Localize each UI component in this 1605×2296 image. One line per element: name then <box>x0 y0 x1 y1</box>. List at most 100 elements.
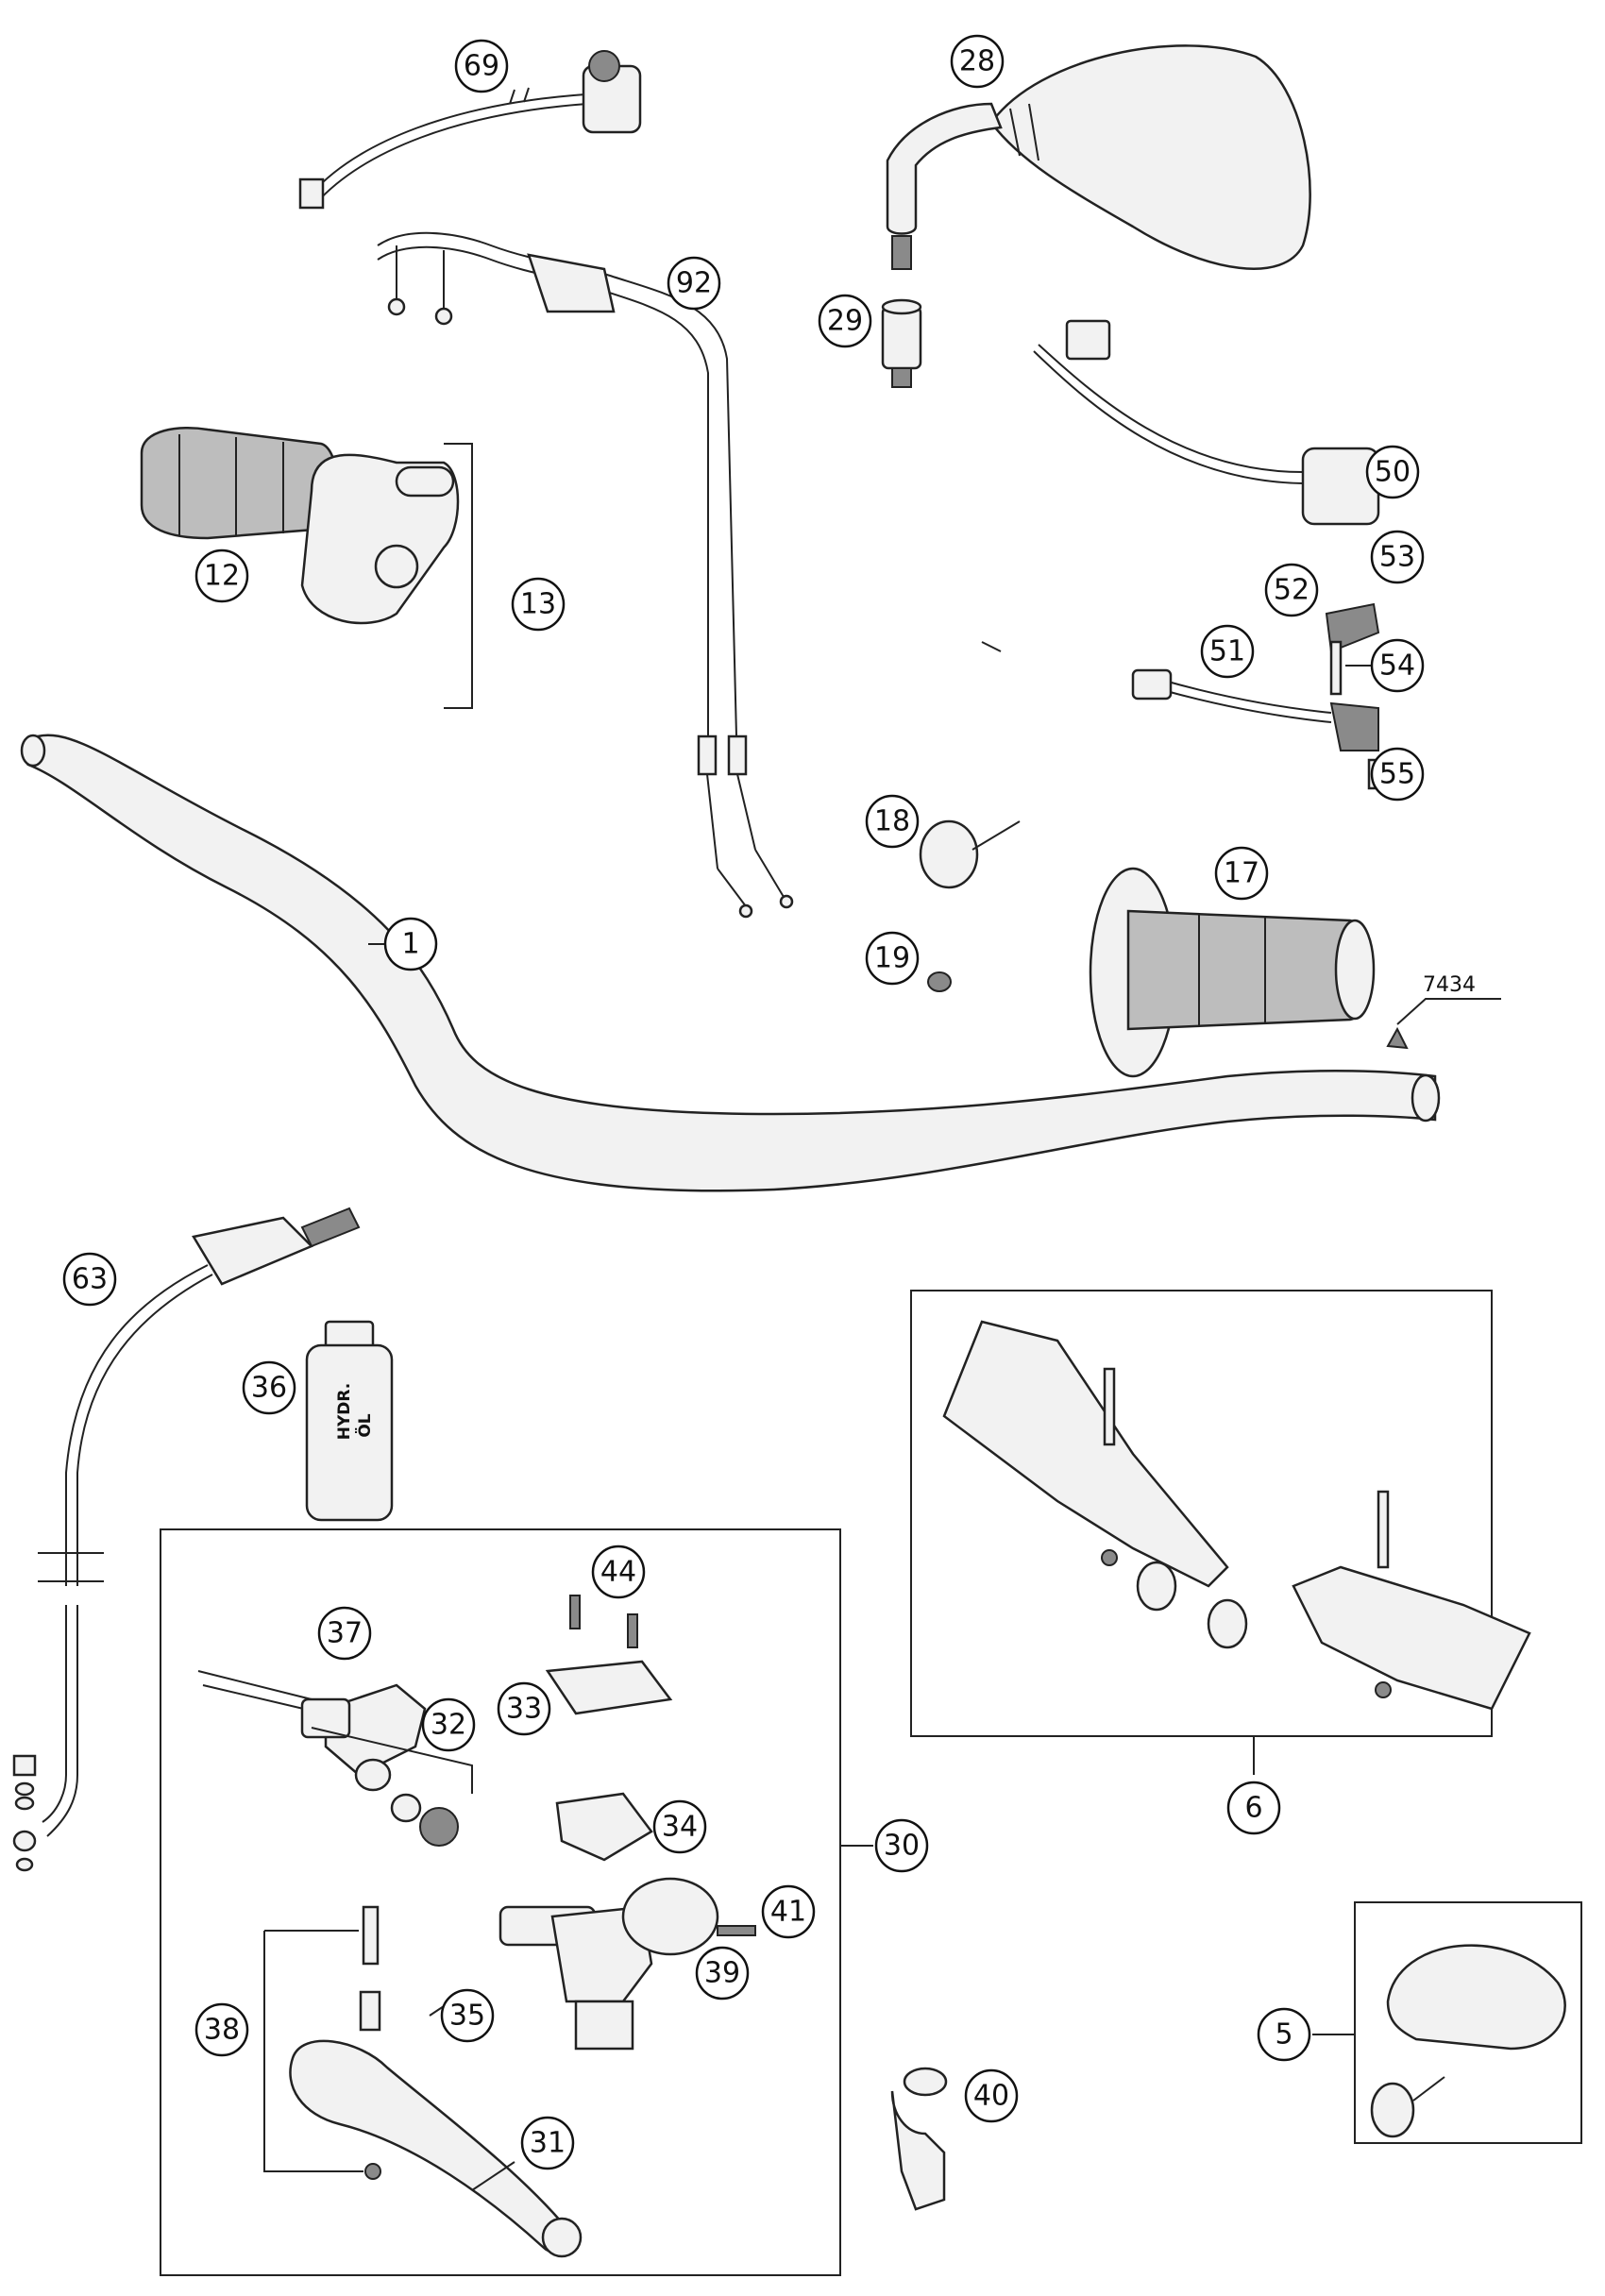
callout-63-circle <box>62 1252 117 1307</box>
callout-63: 63 <box>62 1252 117 1307</box>
cover-part-5 <box>1370 1944 1566 2138</box>
handlebar <box>20 734 1441 1192</box>
callout-13-circle <box>511 577 566 632</box>
callout-5-circle <box>1257 2007 1311 2062</box>
mirror <box>886 44 1311 270</box>
callout-13-label: 13 <box>520 588 556 621</box>
callout-54: 54 <box>1370 638 1425 693</box>
callout-92-label: 92 <box>676 267 712 300</box>
spacer <box>927 971 952 992</box>
callout-5-label: 5 <box>1275 2018 1292 2051</box>
callout-38-label: 38 <box>204 2014 240 2047</box>
callout-55-circle <box>1370 747 1425 802</box>
callout-40-label: 40 <box>973 2080 1009 2113</box>
bracket-13 <box>444 443 473 709</box>
callout-33-circle <box>497 1681 551 1736</box>
callout-34-label: 34 <box>662 1811 698 1844</box>
callout-32-circle <box>421 1697 476 1752</box>
callout-51-label: 51 <box>1209 635 1245 668</box>
bottle-label-line1: HYDR. <box>335 1383 354 1441</box>
callout-51: 51 <box>1200 624 1255 679</box>
callout-35: 35 <box>440 1988 495 2043</box>
callout-30-label: 30 <box>884 1830 920 1863</box>
cable-tie <box>919 819 1021 889</box>
callout-52-circle <box>1264 563 1319 617</box>
callout-35-label: 35 <box>449 2000 485 2033</box>
kill-switch <box>298 50 642 210</box>
callout-33: 33 <box>497 1681 551 1736</box>
callout-53-label: 53 <box>1379 541 1415 574</box>
callout-55: 55 <box>1370 747 1425 802</box>
callout-12-label: 12 <box>204 560 240 593</box>
callout-34: 34 <box>652 1799 707 1854</box>
callout-54-circle <box>1370 638 1425 693</box>
callout-37: 37 <box>317 1606 372 1661</box>
clamp-40 <box>890 2067 948 2211</box>
callout-50-label: 50 <box>1375 456 1411 489</box>
callout-28-circle <box>950 34 1005 89</box>
brake-line <box>12 1207 361 1872</box>
throttle-housing <box>300 453 460 625</box>
callout-69: 69 <box>454 39 509 93</box>
callout-69-circle <box>454 39 509 93</box>
callout-30-circle <box>874 1818 929 1873</box>
master-cylinder-parts <box>197 1595 756 2258</box>
ref-leader <box>1396 998 1501 1025</box>
throttle-grip <box>140 427 339 540</box>
callout-52: 52 <box>1264 563 1319 617</box>
callout-1-label: 1 <box>401 928 419 961</box>
left-grip <box>1089 867 1376 1078</box>
callout-41: 41 <box>761 1884 816 1939</box>
callout-33-label: 33 <box>506 1693 542 1726</box>
callout-17-circle <box>1214 846 1269 901</box>
callout-29: 29 <box>818 294 872 348</box>
frame-part-5 <box>1354 1901 1582 2144</box>
mirror-adapter <box>881 298 922 388</box>
callout-53-circle <box>1370 530 1425 584</box>
callout-37-label: 37 <box>327 1617 363 1650</box>
callout-41-label: 41 <box>770 1896 806 1929</box>
callout-19-label: 19 <box>874 942 910 975</box>
callout-39-label: 39 <box>704 1957 740 1990</box>
callout-32-label: 32 <box>431 1709 466 1742</box>
callout-44-label: 44 <box>600 1556 636 1589</box>
callout-17: 17 <box>1214 846 1269 901</box>
callout-50-circle <box>1365 445 1420 499</box>
bottle-label-line2: ÖL <box>354 1413 375 1437</box>
callout-30: 30 <box>874 1818 929 1873</box>
callout-31-label: 31 <box>530 2127 566 2160</box>
callout-36: 36 <box>242 1360 296 1415</box>
callout-6-label: 6 <box>1244 1792 1262 1825</box>
callout-19-circle <box>865 931 920 986</box>
callout-32: 32 <box>421 1697 476 1752</box>
throttle-cables <box>377 231 794 919</box>
frame-master-cylinder <box>160 1528 841 2276</box>
callout-63-label: 63 <box>72 1263 108 1296</box>
callout-40-circle <box>964 2068 1019 2123</box>
callout-13: 13 <box>511 577 566 632</box>
callout-18-label: 18 <box>874 805 910 838</box>
oil-bottle: HYDR. ÖL <box>305 1320 394 1522</box>
callout-31-circle <box>520 2116 575 2170</box>
callout-18-circle <box>865 794 920 849</box>
callout-1: 1 <box>383 917 438 971</box>
callout-53: 53 <box>1370 530 1425 584</box>
callout-5: 5 <box>1257 2007 1311 2062</box>
callout-6-circle <box>1226 1781 1281 1835</box>
callout-38-circle <box>194 2002 249 2057</box>
hand-guards <box>942 1320 1531 1711</box>
bar-end-plug <box>1386 1026 1409 1050</box>
callout-69-label: 69 <box>464 50 499 83</box>
ref-number: 7434 <box>1423 973 1476 997</box>
callout-36-label: 36 <box>251 1372 287 1405</box>
frame-hand-guards <box>910 1290 1493 1737</box>
callout-31: 31 <box>520 2116 575 2170</box>
callout-55-label: 55 <box>1379 758 1415 791</box>
callout-51-circle <box>1200 624 1255 679</box>
callout-1-circle <box>383 917 438 971</box>
callout-52-label: 52 <box>1274 574 1309 607</box>
callout-12: 12 <box>194 549 249 603</box>
callout-35-circle <box>440 1988 495 2043</box>
callout-6: 6 <box>1226 1781 1281 1835</box>
